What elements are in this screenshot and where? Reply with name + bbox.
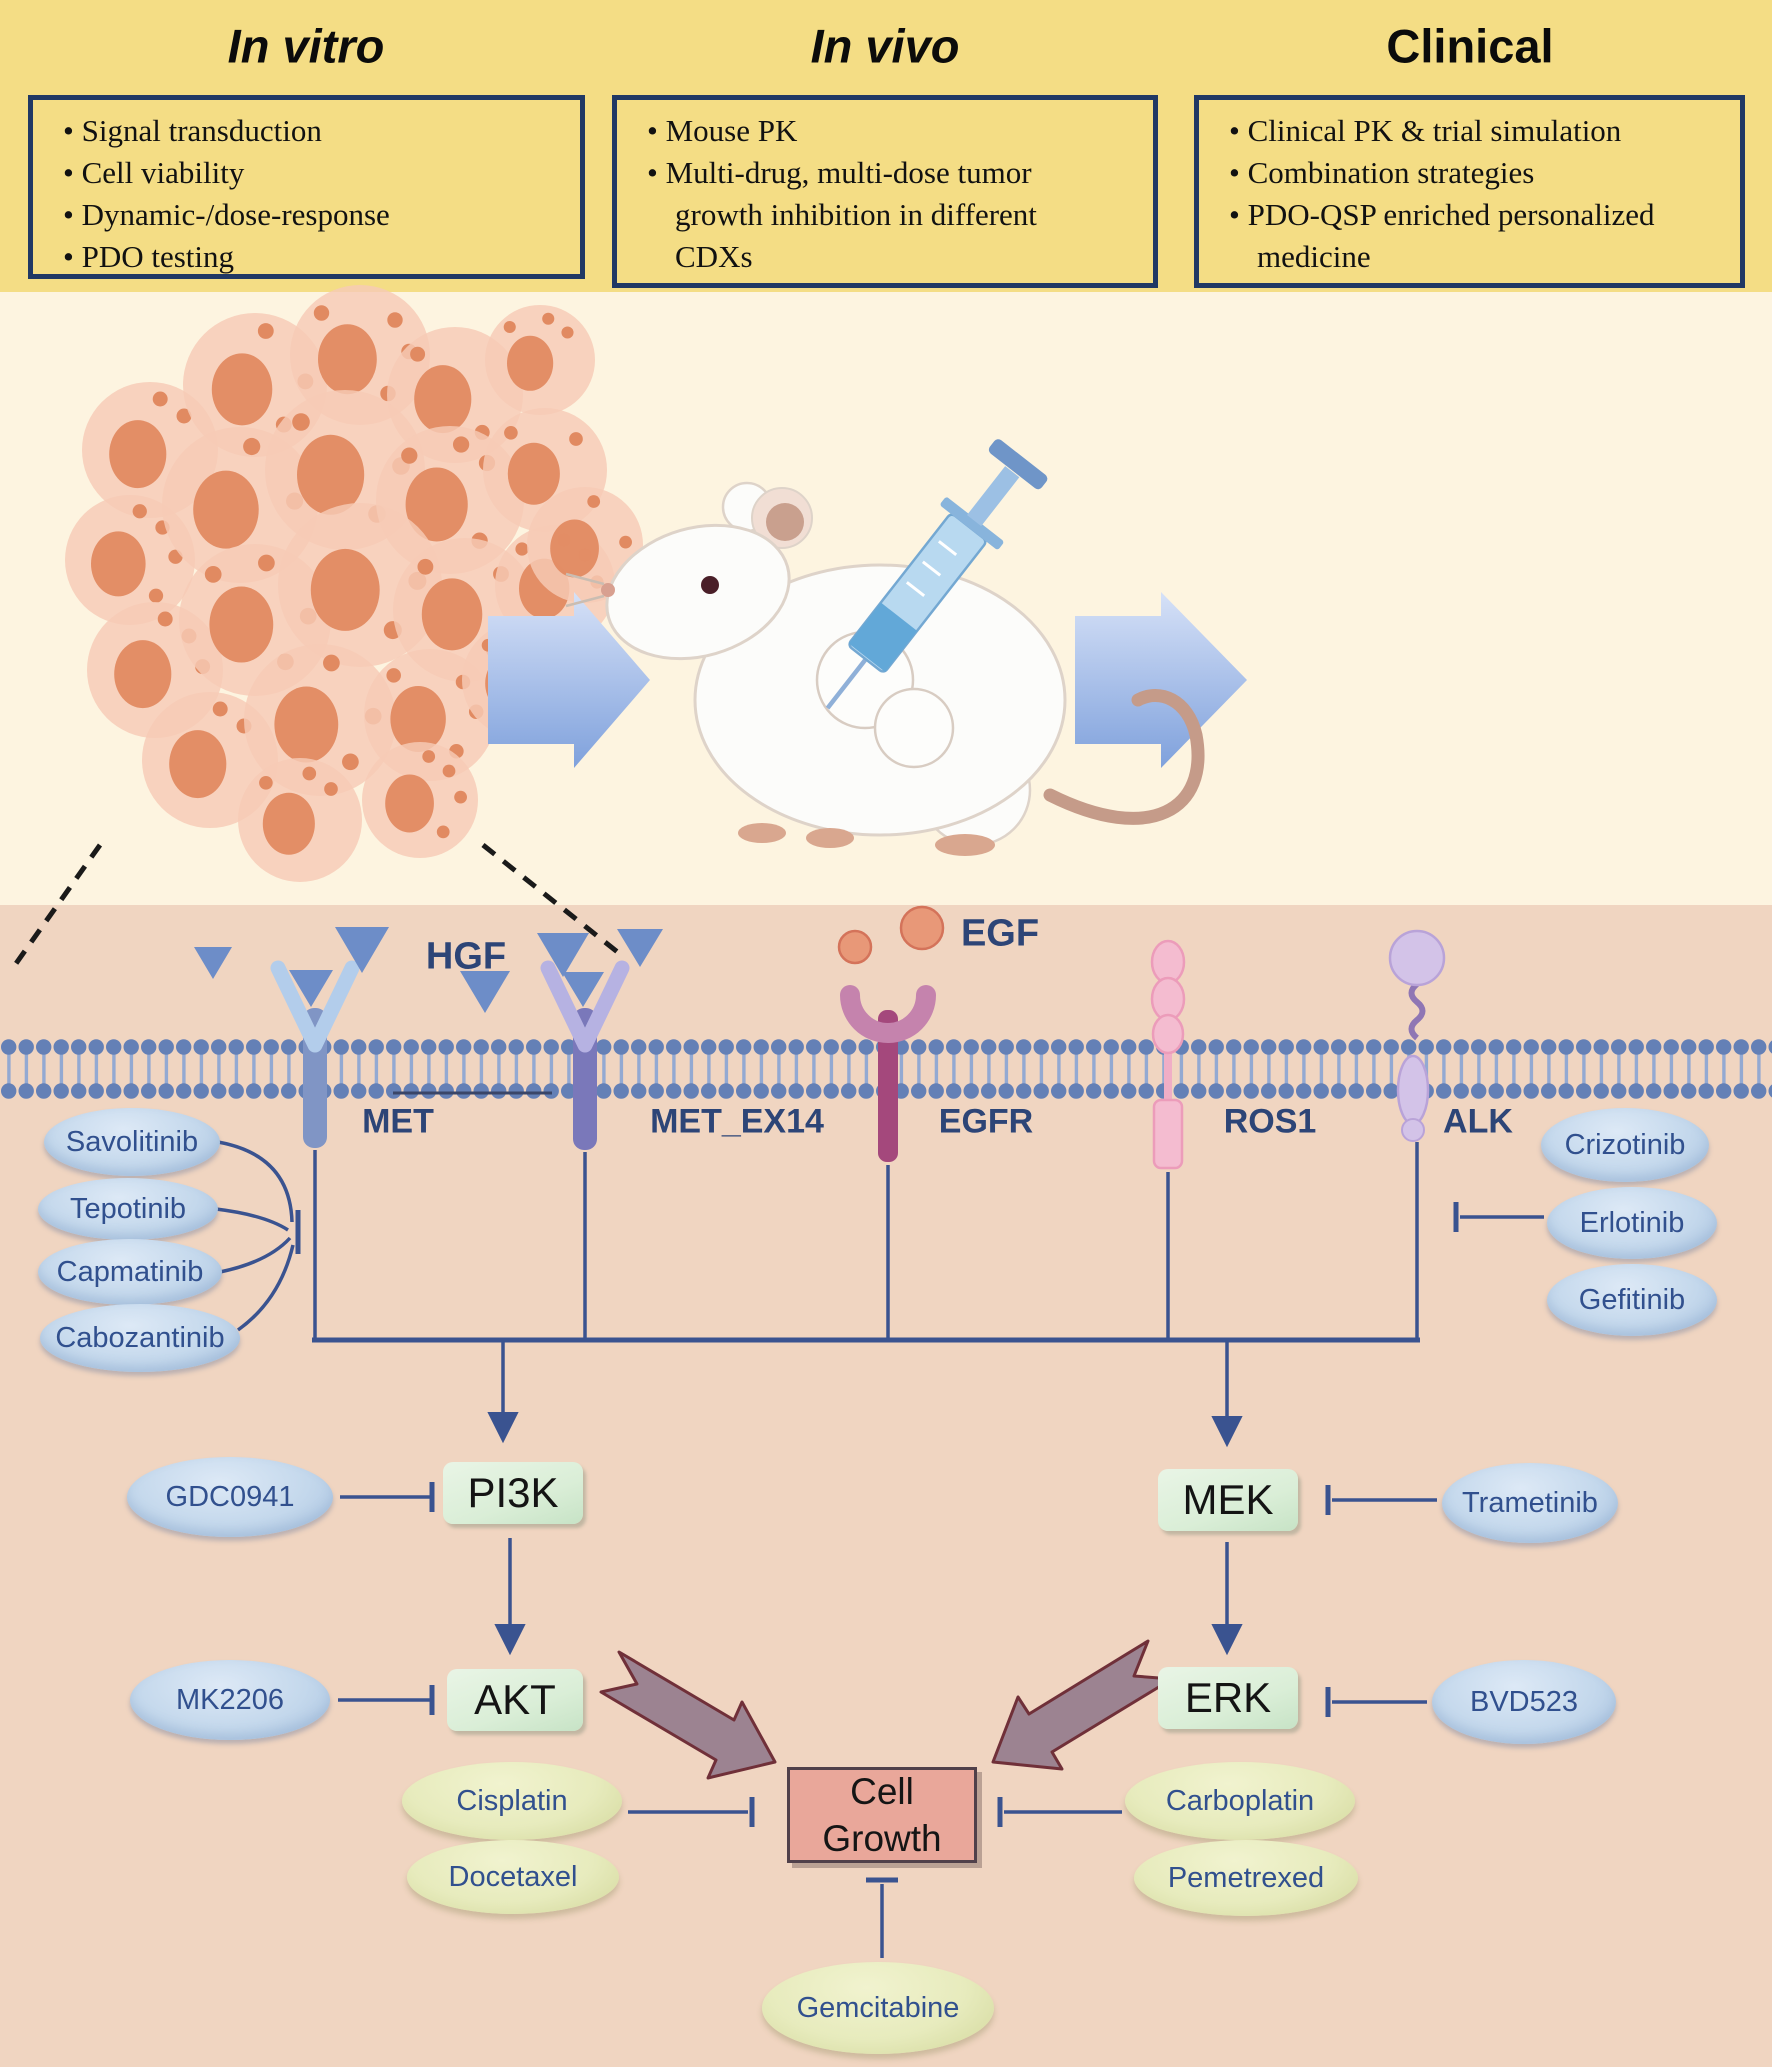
bullet-item: Mouse PK xyxy=(647,110,1041,152)
bullet-item: Signal transduction xyxy=(63,110,566,152)
node-label: ERK xyxy=(1184,1674,1272,1721)
node-label: PI3K xyxy=(467,1469,559,1516)
egf-ligand-circles xyxy=(837,905,945,965)
alk-label: ALK xyxy=(1443,1102,1513,1141)
bullet-item: PDO testing xyxy=(63,236,566,278)
mouse-eye xyxy=(701,576,719,594)
egfr-receptor xyxy=(840,985,936,1162)
drug-label: Pemetrexed xyxy=(1167,1861,1325,1894)
drug-savolitinib: Savolitinib xyxy=(44,1108,220,1176)
drug-gemcitabine: Gemcitabine xyxy=(762,1962,994,2054)
drug-tepotinib: Tepotinib xyxy=(38,1178,218,1240)
tumor-cells-illustration xyxy=(65,285,643,882)
drug-carboplatin: Carboplatin xyxy=(1125,1762,1355,1840)
mouse-tail xyxy=(1043,689,1205,825)
title-clinical: Clinical xyxy=(1386,19,1554,73)
mouse-nose xyxy=(601,583,615,597)
met-ex14-receptor xyxy=(540,960,630,1150)
met-ex14-label: MET_EX14 xyxy=(650,1102,824,1141)
bullet-item: Multi-drug, multi-dose tumor growth inhi… xyxy=(647,152,1041,278)
drug-label: Cisplatin xyxy=(456,1784,568,1817)
drug-label: Trametinib xyxy=(1462,1486,1598,1519)
drug-label: Savolitinib xyxy=(65,1125,199,1158)
node-label: MEK xyxy=(1182,1476,1274,1523)
erk-to-growth-arrow xyxy=(991,1639,1174,1771)
hgf-ligand-triangles xyxy=(194,927,663,1013)
mouse-illustration xyxy=(565,439,1205,856)
drug-label: GDC0941 xyxy=(165,1480,295,1513)
drug-label: BVD523 xyxy=(1469,1685,1578,1718)
drug-label: Gemcitabine xyxy=(796,1991,960,2024)
node-erk: ERK xyxy=(1158,1667,1298,1729)
receptors xyxy=(270,929,1446,1170)
drug-bvd523: BVD523 xyxy=(1432,1660,1616,1744)
drug-label: Carboplatin xyxy=(1165,1784,1315,1817)
cell-growth-box: Cell Growth xyxy=(787,1767,977,1863)
drug-label: Docetaxel xyxy=(448,1860,578,1893)
node-label: AKT xyxy=(474,1676,556,1723)
tumor-bump xyxy=(873,687,955,769)
node-mek: MEK xyxy=(1158,1469,1298,1531)
title-in-vivo: In vivo xyxy=(810,19,960,73)
node-akt: AKT xyxy=(447,1669,583,1731)
akt-to-growth-arrow xyxy=(599,1650,777,1780)
bullet-item: Clinical PK & trial simulation xyxy=(1229,110,1662,152)
drug-label: Erlotinib xyxy=(1579,1206,1685,1239)
drug-label: Cabozantinib xyxy=(55,1321,225,1354)
met-label: MET xyxy=(362,1102,434,1141)
drug-gefitinib: Gefitinib xyxy=(1547,1264,1717,1336)
ros1-label: ROS1 xyxy=(1223,1102,1317,1141)
alk-receptor xyxy=(1388,929,1446,1142)
arrow-mouse-to-patients xyxy=(1075,592,1247,768)
clinical-box: Clinical PK & trial simulation Combinati… xyxy=(1194,95,1745,288)
met-receptor xyxy=(270,960,360,1148)
in-vitro-box: Signal transduction Cell viability Dynam… xyxy=(28,95,585,279)
title-in-vitro: In vitro xyxy=(227,19,385,73)
drug-docetaxel: Docetaxel xyxy=(407,1840,619,1914)
cell-growth-arrows xyxy=(599,1639,1174,1780)
drug-crizotinib: Crizotinib xyxy=(1541,1108,1709,1182)
drug-cabozantinib: Cabozantinib xyxy=(40,1304,240,1372)
in-vivo-box: Mouse PK Multi-drug, multi-dose tumor gr… xyxy=(612,95,1158,288)
drug-pemetrexed: Pemetrexed xyxy=(1134,1840,1358,1916)
bullet-item: Cell viability xyxy=(63,152,566,194)
ros1-receptor xyxy=(1150,939,1186,1170)
drug-erlotinib: Erlotinib xyxy=(1547,1187,1717,1259)
drug-label: Crizotinib xyxy=(1564,1128,1686,1161)
node-pi3k: PI3K xyxy=(443,1462,583,1524)
pipeline-arrows xyxy=(488,592,1247,768)
drug-gdc0941: GDC0941 xyxy=(127,1457,333,1537)
drug-label: MK2206 xyxy=(175,1683,284,1716)
bullet-item: Combination strategies xyxy=(1229,152,1662,194)
zoom-callout-dashes xyxy=(7,843,627,974)
drug-label: Gefitinib xyxy=(1578,1283,1686,1316)
arrow-cells-to-mouse xyxy=(488,592,650,768)
cell-growth-label: Cell Growth xyxy=(822,1770,942,1859)
drug-mk2206: MK2206 xyxy=(130,1660,330,1740)
drug-trametinib: Trametinib xyxy=(1442,1463,1618,1543)
bullet-item: PDO-QSP enriched personalized medicine xyxy=(1229,194,1662,278)
egfr-label: EGFR xyxy=(938,1102,1034,1141)
signaling-network-lines xyxy=(215,1140,1544,1958)
hgf-label: HGF xyxy=(425,935,507,978)
bullet-item: Dynamic-/dose-response xyxy=(63,194,566,236)
drug-capmatinib: Capmatinib xyxy=(38,1239,222,1305)
egf-label: EGF xyxy=(960,912,1040,955)
drug-label: Tepotinib xyxy=(69,1192,187,1225)
drug-label: Capmatinib xyxy=(56,1255,204,1288)
drug-cisplatin: Cisplatin xyxy=(402,1762,622,1840)
syringe-icon xyxy=(825,439,1048,710)
